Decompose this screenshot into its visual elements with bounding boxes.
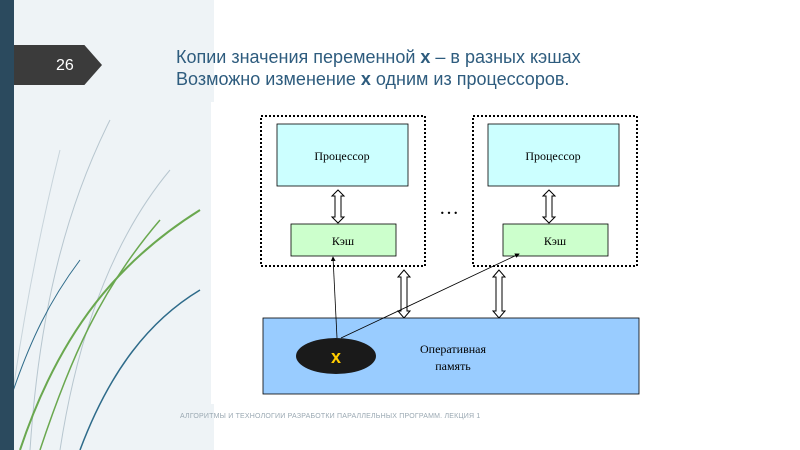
memory-label-line2: память [435, 359, 471, 373]
memory-label-line1: Оперативная [420, 342, 487, 356]
proc-cache-arrow-1 [330, 189, 346, 224]
cache-box-2 [502, 223, 609, 257]
copy-line-1 [330, 256, 338, 339]
title-line2-after: одним из процессоров. [370, 69, 570, 89]
cache-box-1 [290, 223, 397, 257]
slide-footer: АЛГОРИТМЫ И ТЕХНОЛОГИИ РАЗРАБОТКИ ПАРАЛЛ… [180, 413, 481, 420]
bus-arrow-2 [491, 269, 507, 319]
slide-number: 26 [56, 57, 74, 74]
title-line1-after: – в разных кэшах [430, 47, 581, 67]
title-var-1: x [420, 47, 431, 67]
node-group-1 [260, 115, 426, 267]
variable-label: x [331, 347, 341, 367]
proc-cache-arrow-2 [541, 189, 557, 224]
cache-diagram: Процессор Процессор Кэш Кэш … Оперативна… [260, 115, 640, 395]
slide-title: Копии значения переменной x – в разных к… [176, 46, 776, 90]
bus-arrow-1 [396, 269, 412, 319]
processor-label-2: Процессор [525, 149, 580, 163]
ellipsis: … [439, 197, 459, 219]
processor-label-1: Процессор [314, 149, 369, 163]
title-line2-before: Возможно изменение [176, 69, 361, 89]
cache-label-2: Кэш [544, 234, 567, 248]
left-dark-strip [0, 0, 14, 450]
cache-label-1: Кэш [332, 234, 355, 248]
title-var-2: x [360, 69, 371, 89]
processor-box-1 [276, 123, 409, 187]
variable-ellipse [296, 338, 376, 374]
copy-line-2 [340, 253, 520, 339]
processor-box-2 [487, 123, 620, 187]
diagram-frame: Процессор Процессор Кэш Кэш … Оперативна… [211, 102, 640, 404]
slide-number-tab [14, 45, 102, 85]
title-line1-before: Копии значения переменной [176, 47, 421, 67]
node-group-2 [472, 115, 638, 267]
